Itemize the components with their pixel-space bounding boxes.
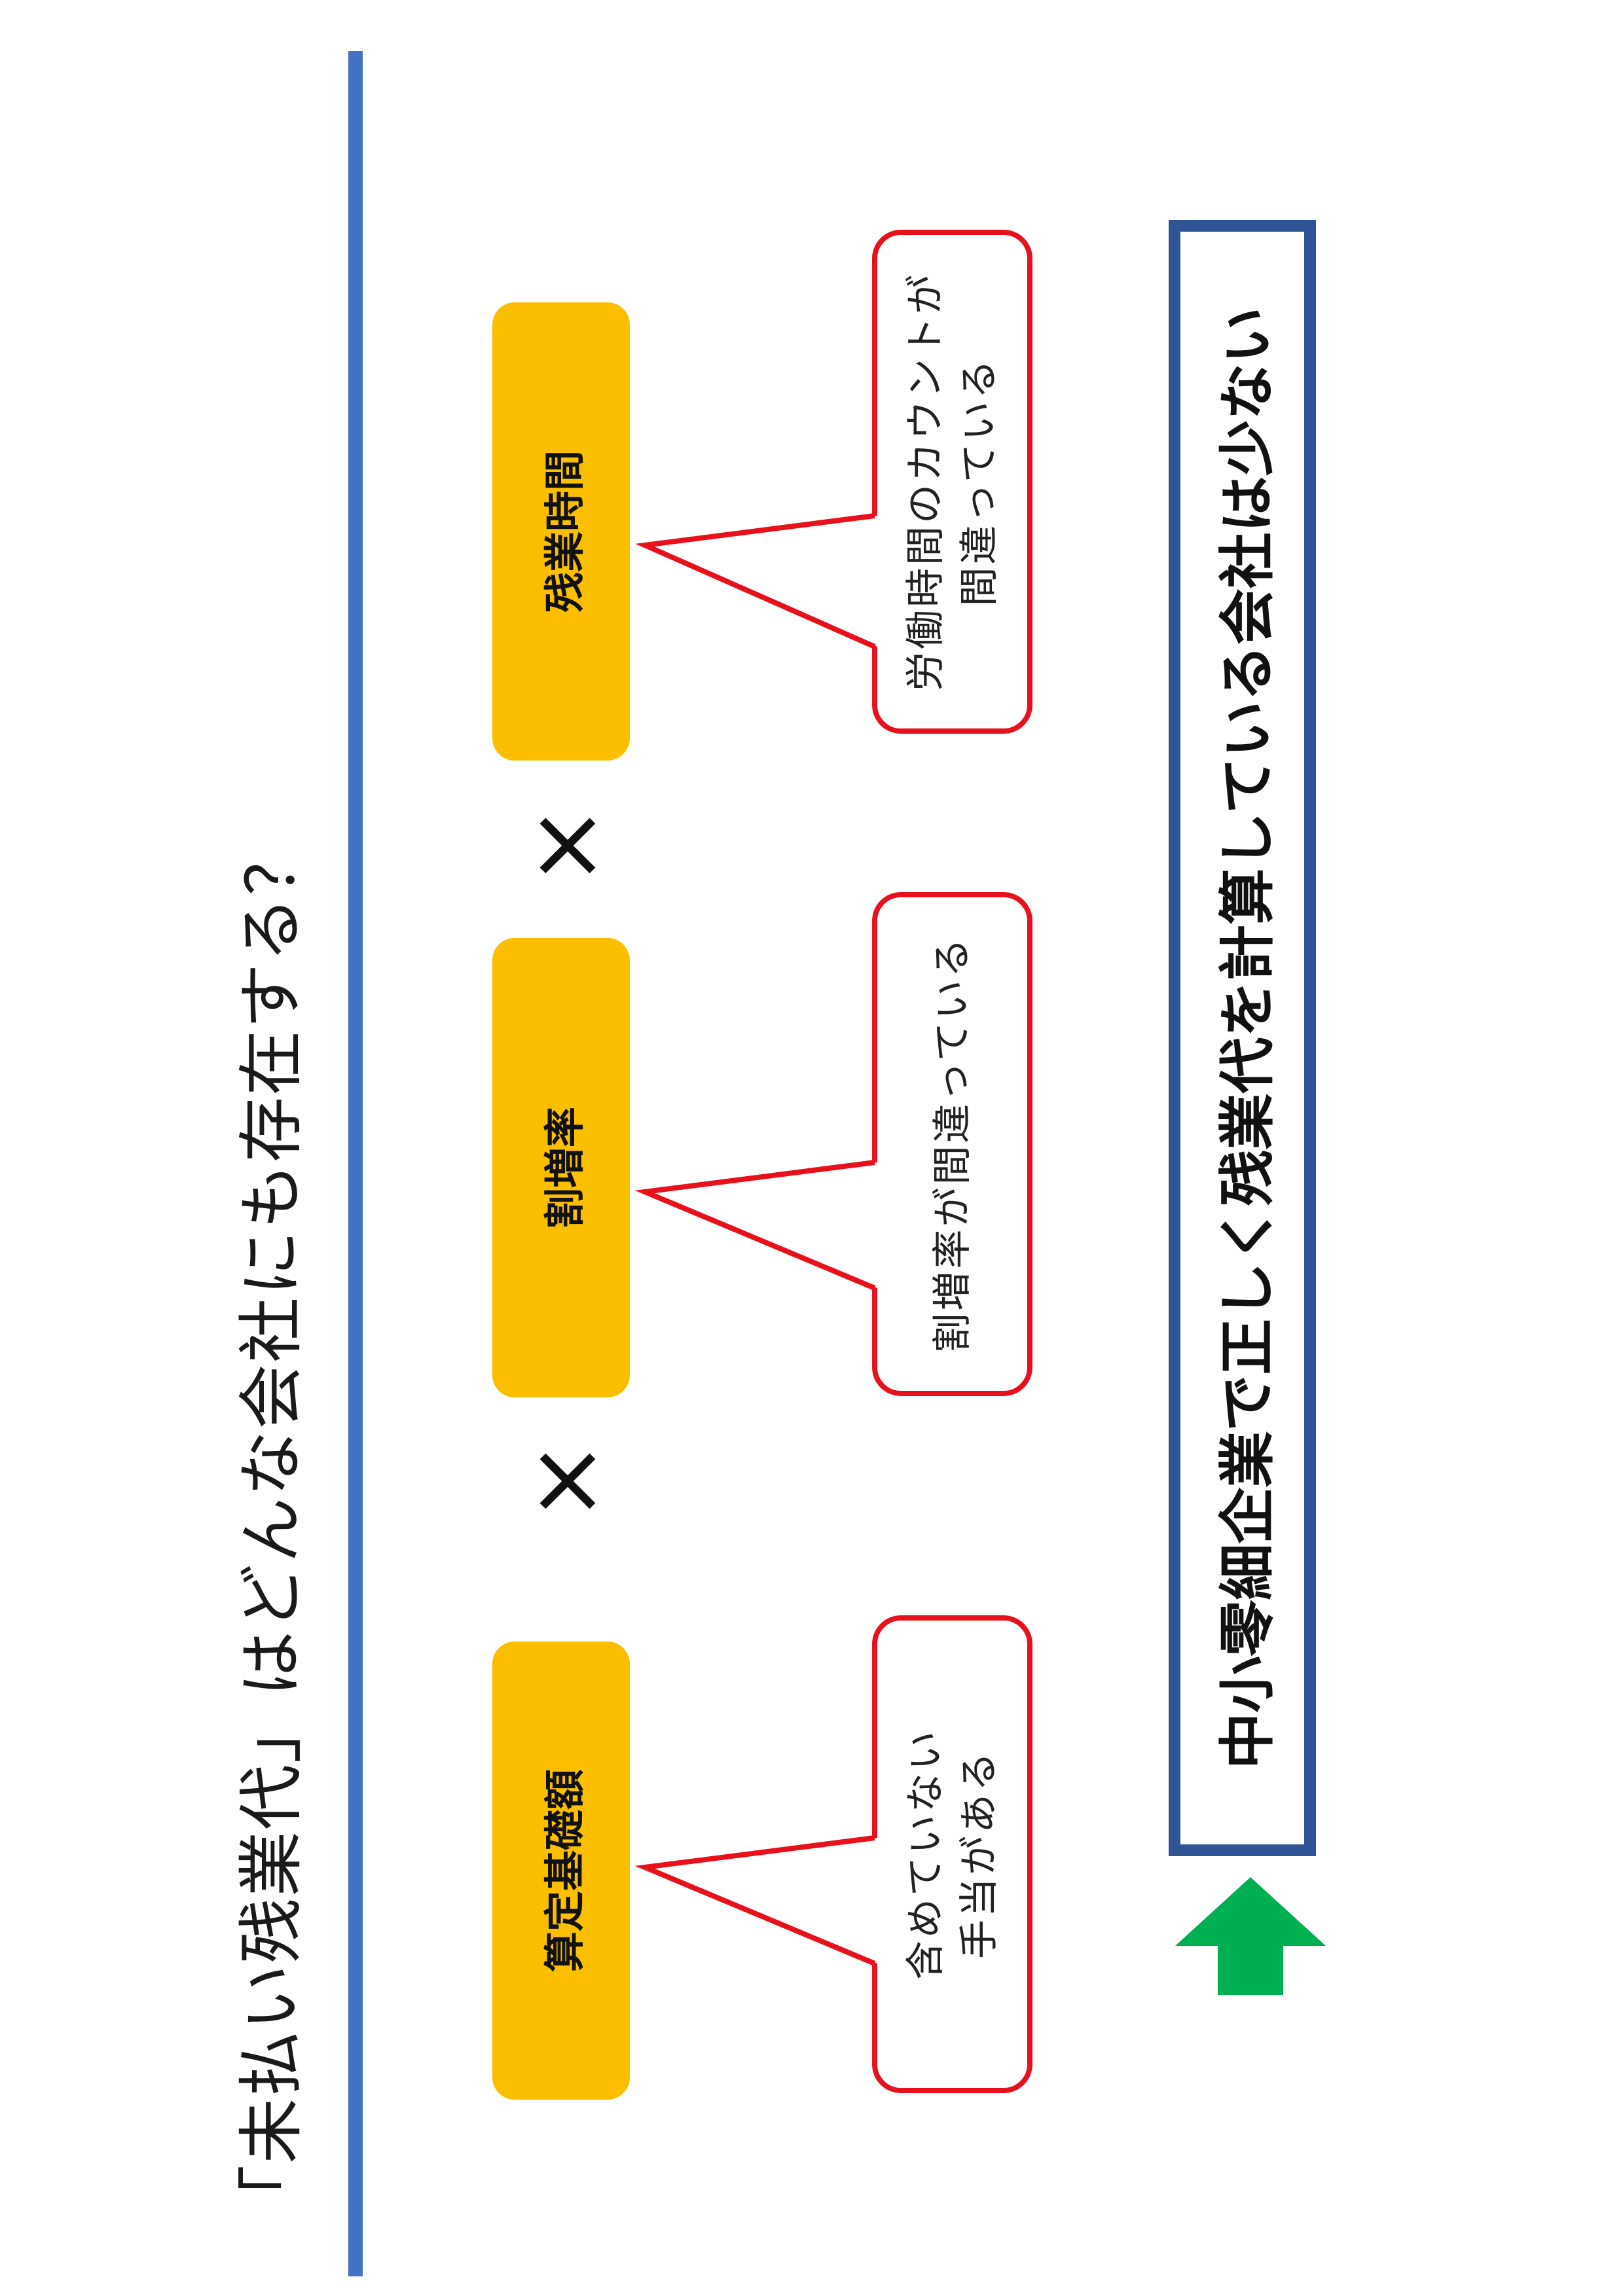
- conclusion-box: 中小零細企業で正しく残業代を計算している会社は少ない: [1169, 220, 1316, 1856]
- right-arrow-icon: [1175, 1877, 1326, 1995]
